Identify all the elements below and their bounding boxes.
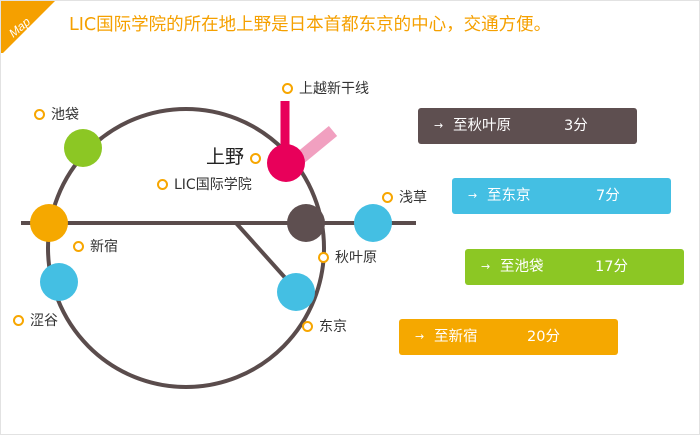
lic-label: LIC国际学院 [157,177,252,193]
akihabara-station-marker [287,204,325,242]
shinkansen-dot-icon [282,83,293,94]
akihabara-text: 秋叶原 [335,250,377,266]
route-time: 3分 [564,118,588,134]
shinkansen-label: 上越新干线 [282,81,369,97]
page-title: LIC国际学院的所在地上野是日本首都东京的中心，交通方便。 [69,15,552,35]
map-badge: Map [1,1,59,55]
ikebukuro-label: 池袋 [34,107,79,123]
akihabara-dot-icon [318,252,329,263]
arrow-right-icon: → [415,330,425,343]
shibuya-label: 涩谷 [13,313,58,329]
map-badge-shape: Map [1,1,55,53]
route-time: 20分 [527,329,560,345]
lic-dot-icon [157,179,168,190]
shibuya-text: 涩谷 [30,313,58,329]
shinjuku-text: 新宿 [90,239,118,255]
tokyo-dot-icon [302,321,313,332]
tokyo-label: 东京 [302,319,347,335]
route-shinjuku-button[interactable]: → 至新宿 20分 [399,319,618,355]
shinjuku-label: 新宿 [73,239,118,255]
asakusa-station-marker [354,204,392,242]
ikebukuro-text: 池袋 [51,107,79,123]
asakusa-text: 浅草 [399,190,427,206]
route-akihabara-button[interactable]: → 至秋叶原 3分 [418,108,637,144]
tokyo-text: 东京 [319,319,347,335]
route-destination: 至池袋 [500,259,544,275]
asakusa-label: 浅草 [382,190,427,206]
arrow-right-icon: → [434,119,444,132]
ikebukuro-station-marker [64,129,102,167]
ueno-label: 上野 [206,146,262,168]
route-tokyo-button[interactable]: → 至东京 7分 [452,178,671,214]
tokyo-station-marker [277,273,315,311]
route-time: 17分 [595,259,628,275]
ueno-station-marker [267,144,305,182]
lic-text: LIC国际学院 [174,177,252,193]
route-destination: 至东京 [487,188,531,204]
shibuya-station-marker [40,263,78,301]
yamanote-loop-line [46,107,326,389]
lic-route-stroke [294,125,338,165]
ueno-text: 上野 [206,146,245,168]
shinkansen-text: 上越新干线 [299,81,369,97]
ueno-dot-icon [250,153,262,164]
shinjuku-station-marker [30,204,68,242]
shibuya-dot-icon [13,315,24,326]
arrow-right-icon: → [481,260,491,273]
shinjuku-dot-icon [73,241,84,252]
ikebukuro-dot-icon [34,109,45,120]
route-destination: 至秋叶原 [453,118,511,134]
route-ikebukuro-button[interactable]: → 至池袋 17分 [465,249,684,285]
asakusa-dot-icon [382,192,393,203]
route-destination: 至新宿 [434,329,478,345]
akihabara-label: 秋叶原 [318,250,377,266]
arrow-right-icon: → [468,189,478,202]
route-time: 7分 [596,188,620,204]
